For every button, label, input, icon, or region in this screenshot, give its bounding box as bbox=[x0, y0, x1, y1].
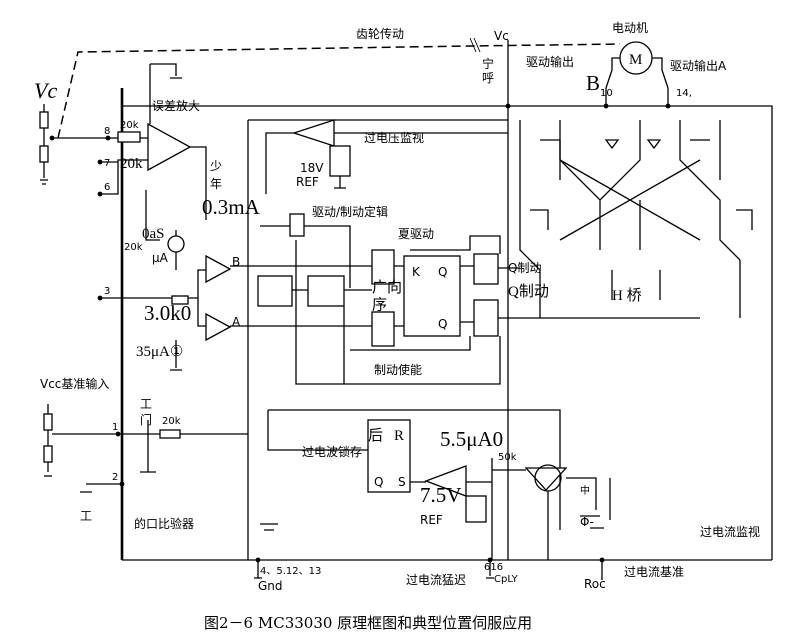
label-few: 少 bbox=[210, 159, 222, 173]
label-pin-2: 2 bbox=[112, 472, 118, 483]
label-cdly: CpLY bbox=[494, 574, 519, 585]
label-side-mark: 宁呼 bbox=[482, 56, 494, 85]
window-comparator bbox=[100, 190, 232, 371]
label-pin-14: 14, bbox=[676, 88, 692, 99]
label-cur-55: 5.5μA0 bbox=[440, 427, 503, 451]
label-gnd: Gnd bbox=[258, 579, 283, 593]
label-err-amp: 误差放大 bbox=[152, 98, 200, 113]
label-drive-out-right: 驱动输出A bbox=[670, 58, 727, 73]
label-latch-s: S bbox=[398, 475, 406, 489]
label-dir-seq: 广向序 bbox=[372, 279, 402, 313]
label-pin-6: 6 bbox=[104, 182, 110, 193]
label-gong-mark: 工 bbox=[140, 397, 152, 411]
label-ua: μA bbox=[152, 251, 169, 265]
label-oc-ref: 过电流基准 bbox=[624, 565, 684, 579]
label-vc-top: Vc bbox=[494, 29, 509, 43]
label-drive-out-left: 驱动输出 bbox=[526, 54, 574, 69]
label-brake-enable: 制动使能 bbox=[374, 362, 422, 377]
label-gear: 齿轮传动 bbox=[356, 26, 404, 41]
gear-drive-link bbox=[57, 37, 621, 139]
label-ref-75: 7.5V bbox=[420, 483, 461, 507]
label-xia-drive: 夏驱动 bbox=[398, 227, 434, 241]
labels: Vc Vc 齿轮传动 电动机 M 驱动输出 驱动输出A 宁呼 B 10 14, … bbox=[34, 21, 760, 632]
logic-block bbox=[230, 213, 700, 385]
h-bridge bbox=[519, 88, 753, 318]
label-res-20k-big: 20k bbox=[120, 156, 143, 172]
label-pin-616: 616 bbox=[484, 562, 503, 573]
label-cur-03: 0.3mA bbox=[202, 195, 261, 219]
label-flip-k: K bbox=[412, 265, 421, 279]
vc-potentiometer bbox=[39, 104, 108, 185]
ovp-monitor bbox=[265, 119, 508, 194]
label-pins-gnd: 4、5.12、13 bbox=[260, 566, 321, 577]
overcurrent-block bbox=[267, 410, 611, 560]
label-res-20k-top: 20k bbox=[120, 120, 139, 131]
label-comp-b: B bbox=[232, 255, 240, 269]
label-res-20k-low: 20k bbox=[162, 416, 181, 427]
label-pin-8: 8 bbox=[104, 126, 110, 137]
label-flip-q-top: Q bbox=[438, 265, 447, 279]
motor-m bbox=[605, 41, 669, 89]
label-hou: 后 bbox=[368, 427, 383, 444]
label-cur-35: 35μA① bbox=[136, 344, 183, 360]
label-vcc-ref-in: Vcc基准输入 bbox=[40, 376, 109, 391]
label-h-bridge: H 桥 bbox=[612, 287, 642, 304]
label-vc-left: Vc bbox=[34, 78, 57, 103]
label-comp-a: A bbox=[232, 315, 241, 329]
junction-dots bbox=[49, 103, 671, 563]
label-latch-q: Q bbox=[374, 475, 383, 489]
label-ref-18-b: REF bbox=[296, 175, 319, 189]
label-brake-q-a: Q制动 bbox=[508, 261, 541, 275]
label-nian: 年 bbox=[210, 177, 222, 191]
label-res-20k-mid: 20k bbox=[124, 242, 143, 253]
label-pin-7: 7 bbox=[104, 158, 110, 169]
label-pin-3: 3 bbox=[104, 286, 110, 297]
label-oc-monitor: 过电流监视 bbox=[700, 524, 760, 539]
label-drive-logic: 驱动/制动定辑 bbox=[312, 204, 388, 219]
label-ref-75-b: REF bbox=[420, 513, 443, 527]
label-r-mark: R bbox=[394, 428, 404, 444]
label-motor-m: M bbox=[629, 52, 642, 68]
error-amplifier bbox=[100, 63, 207, 220]
label-gnd-sym: 工 bbox=[80, 509, 92, 523]
supply-rails bbox=[120, 40, 773, 561]
ground-symbols bbox=[254, 523, 603, 580]
label-motor: 电动机 bbox=[612, 21, 648, 35]
label-ovp-monitor: 过电压监视 bbox=[364, 130, 424, 145]
label-ref-18: 18V bbox=[300, 161, 324, 175]
label-res-50k: 50k bbox=[498, 452, 517, 463]
label-roc: Roc bbox=[584, 577, 606, 591]
label-window-comp: 的口比验器 bbox=[134, 516, 194, 531]
label-oc-delay: 过电流猛迟 bbox=[406, 573, 466, 587]
vcc-reference-input bbox=[43, 404, 248, 493]
label-men-mark: 门 bbox=[140, 412, 152, 427]
label-flip-q-bot: Q bbox=[438, 317, 447, 331]
label-phi: Φ- bbox=[580, 515, 594, 529]
figure-caption: 图2－6 MC33030 原理框图和典型位置伺服应用 bbox=[204, 614, 532, 632]
label-zhong: 中 bbox=[580, 484, 590, 497]
label-node-b: B bbox=[586, 71, 600, 95]
label-brake-q-b: Q制动 bbox=[508, 283, 549, 300]
label-pin-1: 1 bbox=[112, 422, 118, 433]
label-oc-latch: 过电波锁存 bbox=[302, 444, 362, 459]
label-cur-03s: 0aS bbox=[142, 226, 165, 242]
label-res-30k: 3.0k0 bbox=[144, 301, 191, 325]
label-pin-10: 10 bbox=[600, 88, 613, 99]
